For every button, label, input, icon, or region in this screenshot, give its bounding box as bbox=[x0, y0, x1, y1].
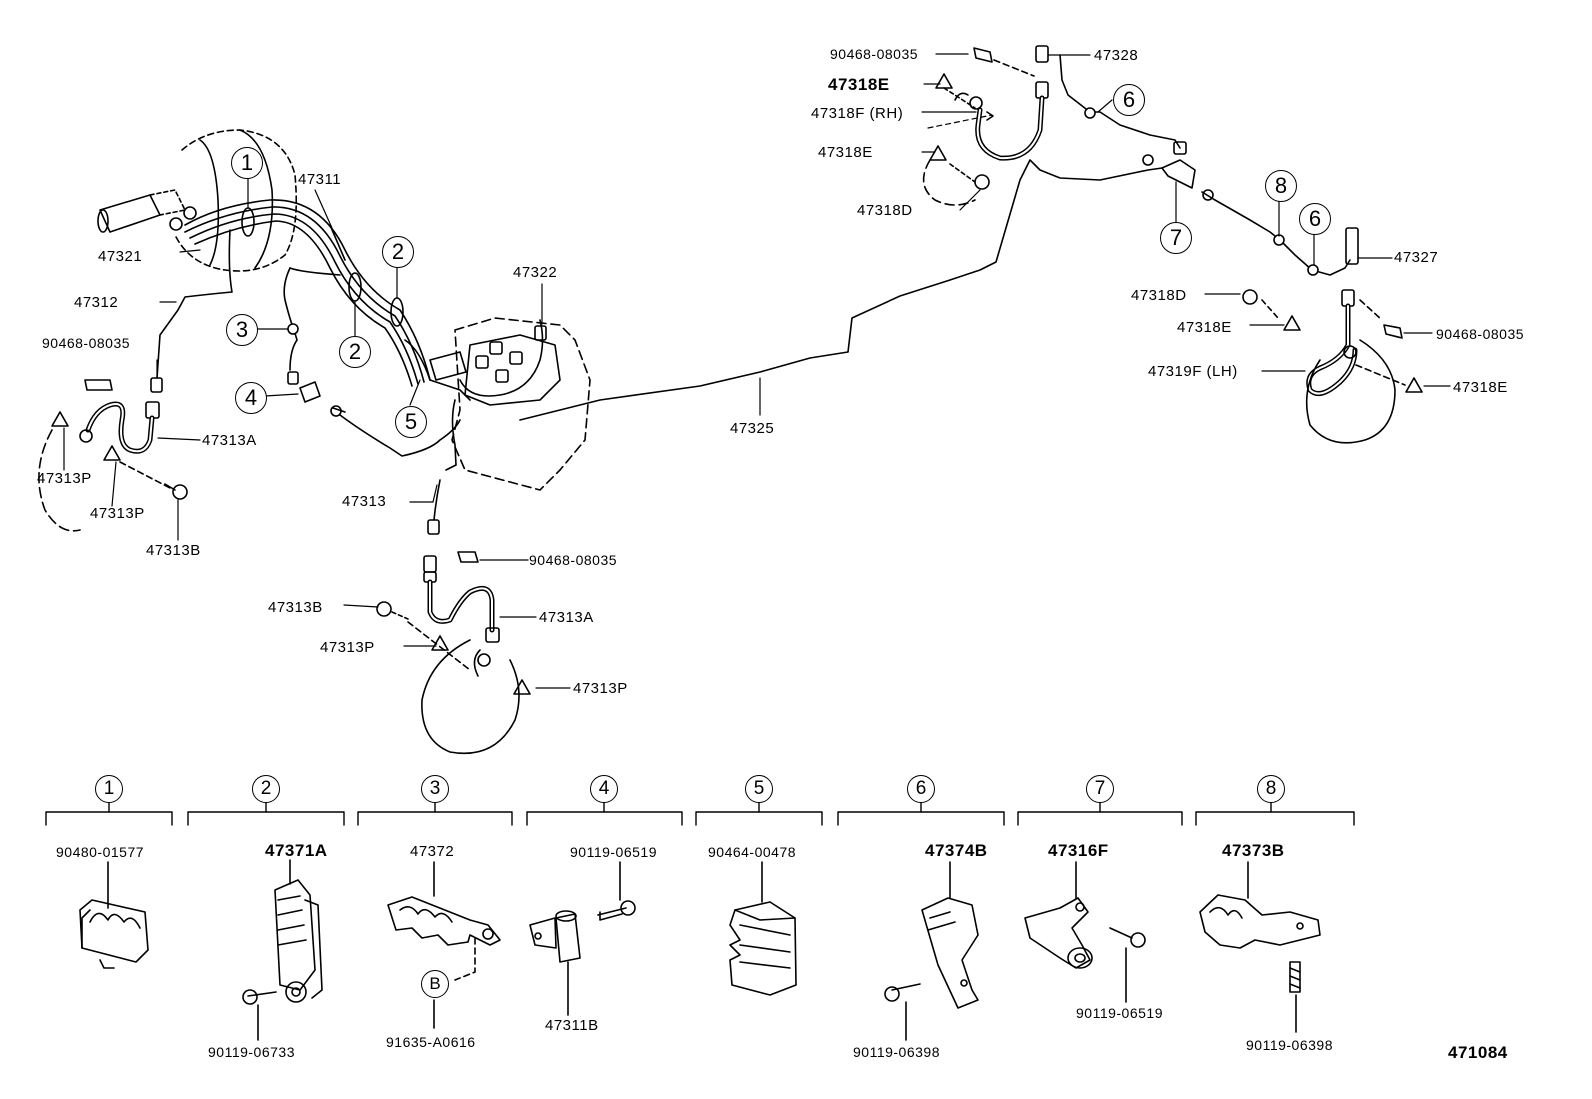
legend-num-7: 7 bbox=[1086, 775, 1114, 803]
legend-part-47371A: 47371A bbox=[265, 841, 328, 860]
legend-part-90119-06733: 90119-06733 bbox=[208, 1044, 295, 1060]
legend-num-8: 8 bbox=[1257, 775, 1285, 803]
rear-right-hose bbox=[921, 45, 1091, 211]
legend-part-47374B: 47374B bbox=[925, 841, 988, 860]
callout-4: 4 bbox=[235, 382, 267, 414]
legend-marker-B: B bbox=[421, 970, 449, 998]
legend-num-2: 2 bbox=[252, 775, 280, 803]
legend-brackets bbox=[45, 802, 1355, 826]
part-label-47313P-fr2: 47313P bbox=[573, 680, 628, 697]
part-label-47319F-lh: 47319F (LH) bbox=[1148, 363, 1238, 380]
clamp-90480-01577-drawing bbox=[79, 861, 149, 969]
legend-num-3: 3 bbox=[421, 775, 449, 803]
clamp-47373B-drawing bbox=[1199, 861, 1321, 1033]
part-label-47311: 47311 bbox=[298, 171, 342, 188]
callout-2-a: 2 bbox=[382, 236, 414, 268]
rear-left-hose bbox=[1204, 257, 1451, 444]
part-label-47318D-rl: 47318D bbox=[1131, 287, 1187, 304]
part-label-47318E-rr1: 47318E bbox=[828, 75, 890, 94]
legend-part-47311B: 47311B bbox=[545, 1017, 599, 1034]
part-label-47322: 47322 bbox=[513, 264, 558, 281]
part-label-47318F-rh: 47318F (RH) bbox=[811, 105, 904, 122]
clamp-90464-00478-drawing bbox=[729, 861, 797, 996]
clip-47311B-drawing bbox=[529, 861, 636, 1016]
callout-3: 3 bbox=[226, 314, 258, 346]
part-label-47321: 47321 bbox=[98, 248, 143, 265]
clamp-47316F-drawing bbox=[1024, 861, 1146, 1003]
legend-part-90119-06398-b: 90119-06398 bbox=[1246, 1037, 1333, 1053]
tube-47311 bbox=[184, 199, 431, 387]
legend-part-90480-01577: 90480-01577 bbox=[56, 844, 145, 860]
part-label-47313B-fl: 47313B bbox=[146, 542, 201, 559]
diagram-id: 471084 bbox=[1448, 1043, 1508, 1062]
callout-6-b: 6 bbox=[1299, 203, 1331, 235]
part-label-47328: 47328 bbox=[1094, 47, 1139, 64]
callout-6-a: 6 bbox=[1113, 84, 1145, 116]
legend-num-5: 5 bbox=[745, 775, 773, 803]
part-label-90468-08035-rl: 90468-08035 bbox=[1436, 326, 1525, 342]
part-label-47327: 47327 bbox=[1394, 249, 1439, 266]
actuator-block bbox=[404, 317, 591, 535]
part-label-90468-08035-fr: 90468-08035 bbox=[529, 552, 618, 568]
part-label-47318E-rl2: 47318E bbox=[1453, 379, 1508, 396]
legend-num-4: 4 bbox=[590, 775, 618, 803]
part-label-90468-08035-fl: 90468-08035 bbox=[42, 335, 131, 351]
callout-leaders bbox=[159, 99, 1315, 503]
tube-47312 bbox=[156, 229, 233, 379]
tube-rear-lower bbox=[283, 267, 298, 371]
tube-47328 bbox=[1059, 54, 1181, 149]
part-label-47313P-fl1: 47313P bbox=[37, 470, 92, 487]
legend-part-90119-06519-a: 90119-06519 bbox=[570, 844, 657, 860]
part-label-47318D-rr: 47318D bbox=[857, 202, 913, 219]
part-label-47313: 47313 bbox=[342, 493, 387, 510]
legend-part-90119-06519-b: 90119-06519 bbox=[1076, 1005, 1163, 1021]
part-label-47313B-fr: 47313B bbox=[268, 599, 323, 616]
front-right-hose bbox=[343, 551, 571, 755]
clamp-47371A-drawing bbox=[242, 859, 323, 1041]
part-label-47318E-rl1: 47318E bbox=[1177, 319, 1232, 336]
legend-part-47316F: 47316F bbox=[1048, 841, 1109, 860]
callout-7: 7 bbox=[1160, 222, 1192, 254]
part-label-47312: 47312 bbox=[74, 294, 119, 311]
bracket-47374B-drawing bbox=[884, 861, 979, 1041]
clamp-47372-drawing bbox=[387, 861, 501, 1029]
part-label-47313P-fr1: 47313P bbox=[320, 639, 375, 656]
part-label-47325: 47325 bbox=[730, 420, 775, 437]
part-label-47313A-fl: 47313A bbox=[202, 432, 257, 449]
legend-num-1: 1 bbox=[95, 775, 123, 803]
callout-1: 1 bbox=[231, 147, 263, 179]
legend-num-6: 6 bbox=[907, 775, 935, 803]
tube-47325 bbox=[519, 159, 1163, 421]
callout-2-b: 2 bbox=[339, 336, 371, 368]
legend-part-90464-00478: 90464-00478 bbox=[708, 844, 797, 860]
legend-part-91635-A0616: 91635-A0616 bbox=[386, 1034, 476, 1050]
legend-part-47373B: 47373B bbox=[1222, 841, 1285, 860]
callout-8: 8 bbox=[1265, 170, 1297, 202]
front-left-hose bbox=[38, 359, 201, 541]
part-label-47313A-fr: 47313A bbox=[539, 609, 594, 626]
legend-part-90119-06398-a: 90119-06398 bbox=[853, 1044, 940, 1060]
part-label-90468-08035-rr: 90468-08035 bbox=[830, 46, 919, 62]
legend-part-47372: 47372 bbox=[410, 843, 455, 860]
part-label-47313P-fl2: 47313P bbox=[90, 505, 145, 522]
part-label-47318E-rr2: 47318E bbox=[818, 144, 873, 161]
callout-5: 5 bbox=[395, 406, 427, 438]
